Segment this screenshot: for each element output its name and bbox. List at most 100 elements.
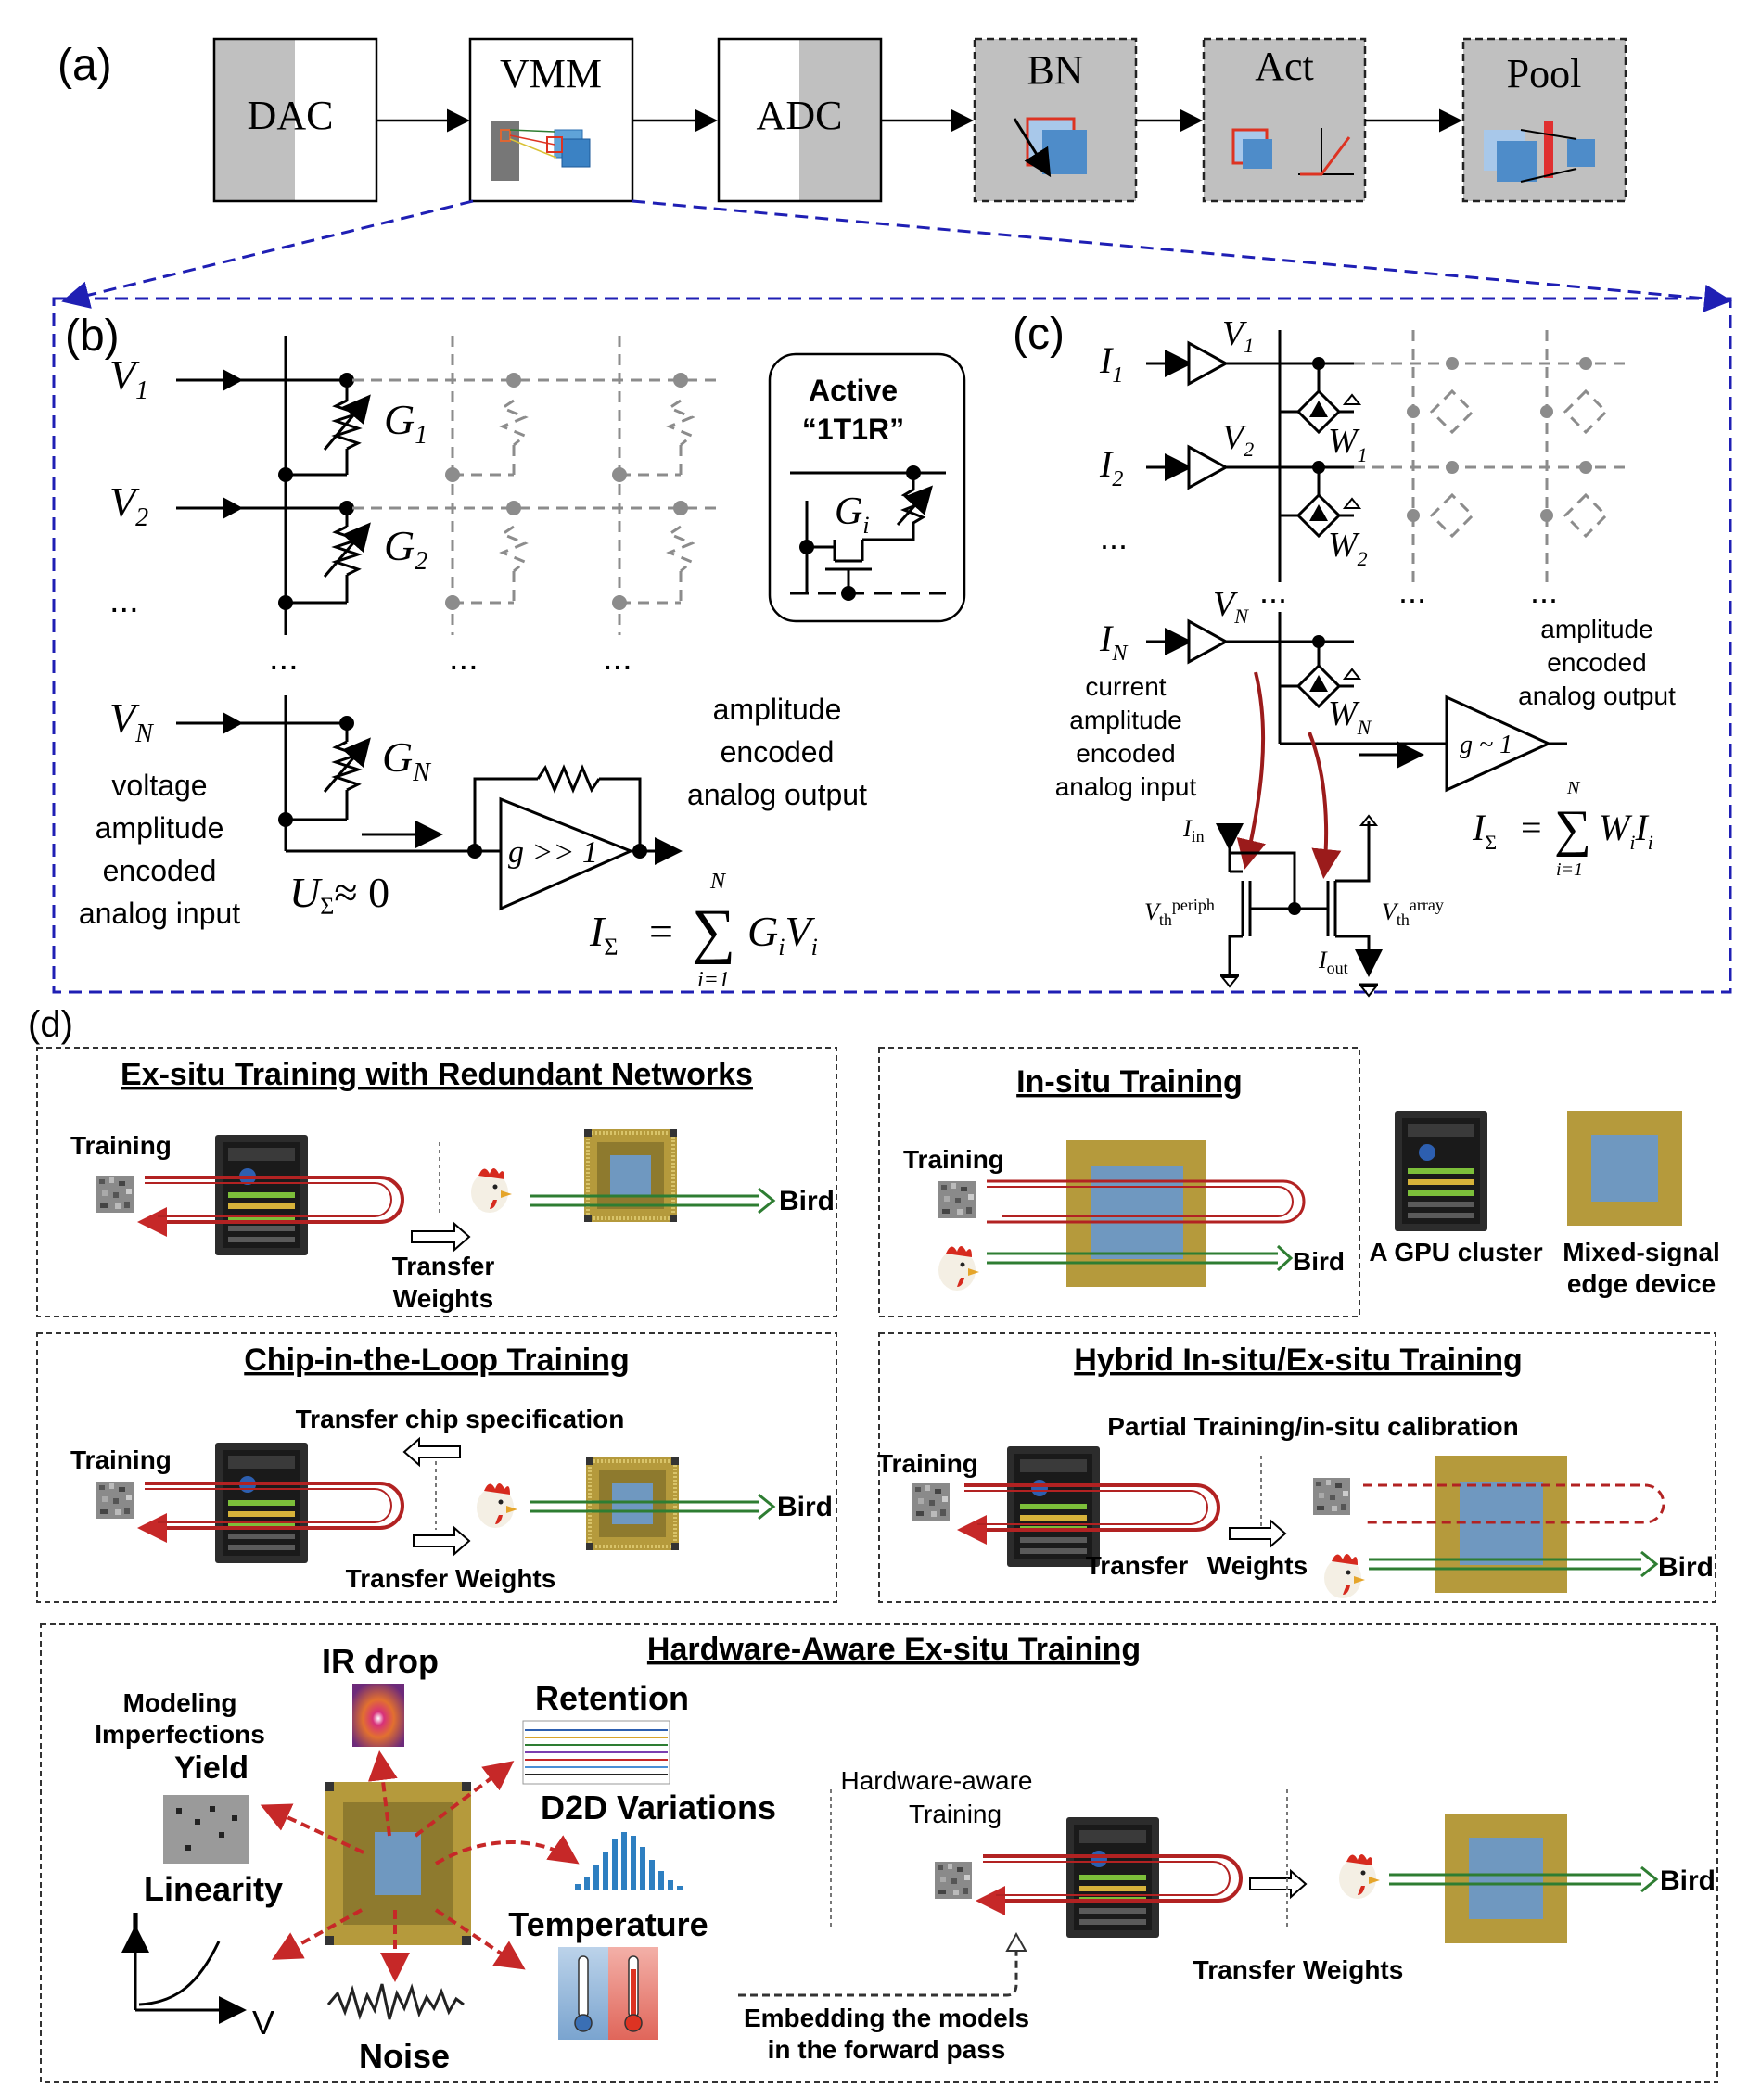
- panel-b-label: (b): [65, 312, 120, 361]
- svg-text:∑: ∑: [1554, 800, 1591, 858]
- svg-text:amplitude: amplitude: [96, 811, 224, 845]
- exsitu-title: Ex-situ Training with Redundant Networks: [121, 1057, 753, 1092]
- svg-text:Linearity: Linearity: [144, 1870, 283, 1908]
- svg-text:amplitude: amplitude: [1540, 615, 1652, 643]
- embedding-arrow: [738, 1947, 1018, 1997]
- input-row-2: I2 V2: [1099, 418, 1354, 491]
- column-dots-c2: ...: [1398, 572, 1426, 610]
- svg-text:IΣ: IΣ: [1472, 807, 1497, 854]
- opamp-b: g >> 1: [473, 764, 683, 911]
- zoom-line-left: [61, 199, 474, 309]
- svg-text:Iin: Iin: [1182, 815, 1205, 846]
- svg-text:Weights: Weights: [1207, 1551, 1308, 1580]
- svg-text:in the forward pass: in the forward pass: [768, 2035, 1006, 2064]
- svg-text:analog output: analog output: [687, 778, 867, 811]
- output-caption-b: amplitude encoded analog output: [687, 693, 867, 811]
- svg-text:Transfer chip specification: Transfer chip specification: [296, 1405, 625, 1433]
- insitu-box: In-situ Training Training Bird: [878, 1047, 1360, 1317]
- svg-text:I: I: [131, 1905, 140, 1943]
- column-dots-1: ...: [269, 639, 299, 678]
- w1-label: W1: [1328, 422, 1368, 466]
- resistor-g1: [278, 373, 371, 482]
- active-subtitle: “1T1R”: [802, 413, 904, 446]
- w2-label: W2: [1328, 526, 1368, 570]
- imperfection-arrows: [260, 1750, 580, 1982]
- svg-text:amplitude: amplitude: [713, 693, 842, 726]
- hw-aware-box: Hardware-Aware Ex-situ Training IR drop …: [40, 1623, 1718, 2083]
- active-title: Active: [809, 374, 898, 407]
- resistor-g2: [278, 501, 371, 610]
- svg-text:g ~ 1: g ~ 1: [1460, 731, 1512, 759]
- u-sum-eq: UΣ≈ 0: [289, 869, 389, 920]
- svg-text:IR drop: IR drop: [322, 1642, 439, 1680]
- panel-d-label: (d): [28, 1004, 73, 1045]
- svg-text:encoded: encoded: [1076, 739, 1175, 768]
- svg-text:Vthperiph: Vthperiph: [1144, 896, 1215, 929]
- input-row-1: I1 V1: [1099, 314, 1354, 388]
- d2d-histogram: [575, 1832, 683, 1890]
- svg-text:encoded: encoded: [103, 854, 217, 887]
- svg-text:analog input: analog input: [79, 897, 240, 930]
- svg-text:V2: V2: [1222, 418, 1254, 461]
- adc-label: ADC: [757, 93, 843, 138]
- column-dots-c3: ...: [1530, 572, 1558, 610]
- svg-text:Transfer: Transfer: [392, 1252, 495, 1280]
- sum-equation-c: IΣ = ∑ N i=1 WiIi: [1472, 778, 1653, 880]
- svg-text:Transfer Weights: Transfer Weights: [1193, 1955, 1404, 1984]
- bn-block: BN: [973, 37, 1138, 203]
- svg-text:Bird: Bird: [1293, 1247, 1345, 1276]
- panel-c-label: (c): [1013, 310, 1065, 359]
- svg-text:i=1: i=1: [697, 968, 730, 992]
- panel-a-label: (a): [57, 41, 112, 90]
- svg-text:=: =: [1521, 807, 1542, 848]
- svg-text:Modeling: Modeling: [123, 1688, 237, 1717]
- svg-text:V1: V1: [1222, 314, 1254, 357]
- svg-text:Imperfections: Imperfections: [95, 1720, 265, 1749]
- svg-text:Partial Training/in-situ calib: Partial Training/in-situ calibration: [1107, 1412, 1518, 1441]
- gi-label: Gi: [835, 490, 870, 539]
- svg-text:Training: Training: [70, 1445, 172, 1474]
- act-block: Act: [1202, 37, 1367, 203]
- svg-text:Noise: Noise: [359, 2037, 450, 2075]
- column-dots-c1: ...: [1259, 572, 1287, 610]
- yield-map: [163, 1795, 249, 1864]
- svg-text:Weights: Weights: [393, 1284, 493, 1313]
- current-mirror-c: Iin Vthperiph Vtharray Iout: [1144, 671, 1444, 998]
- gn-label: GN: [382, 733, 431, 787]
- weight-cell-w1: [1280, 357, 1362, 435]
- weight-cell-w2: [1280, 461, 1362, 539]
- svg-text:WiIi: WiIi: [1599, 807, 1653, 854]
- svg-text:=: =: [649, 908, 673, 955]
- svg-text:Transfer Weights: Transfer Weights: [346, 1564, 556, 1593]
- pool-label: Pool: [1507, 51, 1582, 96]
- noise-waveform: [326, 1983, 465, 2020]
- svg-text:A GPU cluster: A GPU cluster: [1369, 1238, 1542, 1266]
- legend-gpu: A GPU cluster: [1369, 1111, 1543, 1266]
- svg-text:I1: I1: [1099, 339, 1123, 388]
- ir-drop-map: [352, 1684, 404, 1747]
- svg-text:Iout: Iout: [1318, 947, 1348, 977]
- svg-text:V: V: [252, 2004, 274, 2042]
- svg-text:Mixed-signal: Mixed-signal: [1563, 1238, 1720, 1266]
- svg-text:∑: ∑: [692, 897, 735, 965]
- svg-text:IN: IN: [1099, 617, 1129, 666]
- dac-block: DAC: [212, 37, 378, 203]
- svg-text:encoded: encoded: [721, 735, 835, 769]
- svg-text:i=1: i=1: [1556, 859, 1583, 880]
- wn-label: WN: [1328, 694, 1372, 739]
- ghost-crossbar-columns: [352, 336, 723, 635]
- pool-block: Pool: [1461, 37, 1627, 203]
- insitu-title: In-situ Training: [1016, 1064, 1243, 1100]
- bn-label: BN: [1027, 47, 1083, 93]
- svg-text:Bird: Bird: [1658, 1552, 1714, 1583]
- svg-text:N: N: [709, 870, 727, 894]
- svg-text:D2D Variations: D2D Variations: [541, 1788, 776, 1826]
- output-caption-c: amplitude encoded analog output: [1518, 615, 1676, 710]
- svg-text:Bird: Bird: [779, 1186, 835, 1216]
- column-dots-2: ...: [449, 639, 478, 678]
- svg-text:Training: Training: [70, 1131, 172, 1160]
- svg-text:current: current: [1085, 672, 1166, 701]
- svg-text:VN: VN: [1213, 585, 1249, 628]
- vmm-block: VMM: [468, 37, 634, 203]
- svg-text:analog input: analog input: [1055, 772, 1197, 801]
